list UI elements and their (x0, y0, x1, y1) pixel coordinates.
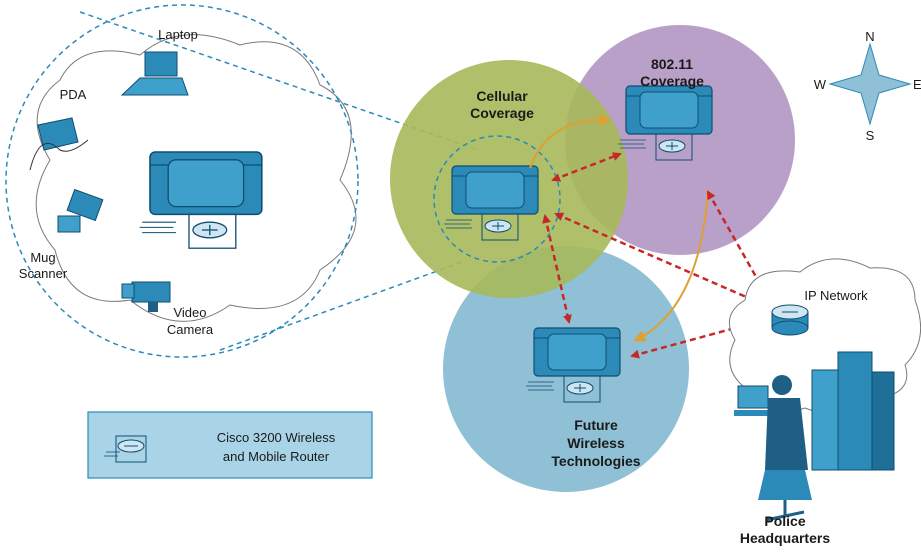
mug-scanner-label-1: Mug (30, 250, 55, 265)
wifi-label-1: 802.11 (651, 56, 693, 72)
hq-label-1: Police (764, 513, 805, 529)
handoff-arrow-cell-to-wifi (529, 113, 611, 169)
compass-n: N (865, 29, 874, 44)
headquarters-icon (734, 351, 895, 522)
hq-label-2: Headquarters (740, 530, 830, 546)
mug-scanner-label-2: Scanner (19, 266, 68, 281)
link-cell-wifi (551, 152, 622, 182)
mug-scanner-icon (57, 188, 104, 233)
zoom-circle (5, 4, 359, 358)
laptop-icon (120, 51, 189, 96)
legend-line-2: and Mobile Router (223, 449, 330, 464)
legend-line-1: Cisco 3200 Wireless (217, 430, 336, 445)
pda-icon (29, 117, 89, 171)
video-camera-label-2: Camera (167, 322, 214, 337)
ip-router-icon (771, 304, 809, 336)
future-label-2: Wireless (567, 435, 625, 451)
legend-router-icon (104, 435, 147, 463)
video-camera-icon (121, 281, 171, 312)
cellular-label-1: Cellular (476, 88, 528, 104)
legend-box: Cisco 3200 Wireless and Mobile Router (87, 411, 373, 479)
future-label-3: Technologies (551, 453, 640, 469)
laptop-label: Laptop (158, 27, 198, 42)
cellular-label-2: Coverage (470, 105, 534, 121)
pda-label: PDA (60, 87, 87, 102)
ip-network-label: IP Network (804, 288, 868, 303)
video-camera-label-1: Video (173, 305, 206, 320)
future-label-1: Future (574, 417, 618, 433)
vehicle-focus-circle (433, 135, 561, 263)
compass-s: S (866, 128, 875, 143)
link-cell-ip (554, 212, 778, 312)
compass-e: E (913, 77, 921, 92)
compass-w: W (814, 77, 827, 92)
zoom-line-bottom (219, 261, 463, 351)
compass-icon (828, 42, 912, 126)
wifi-label-2: Coverage (640, 73, 704, 89)
